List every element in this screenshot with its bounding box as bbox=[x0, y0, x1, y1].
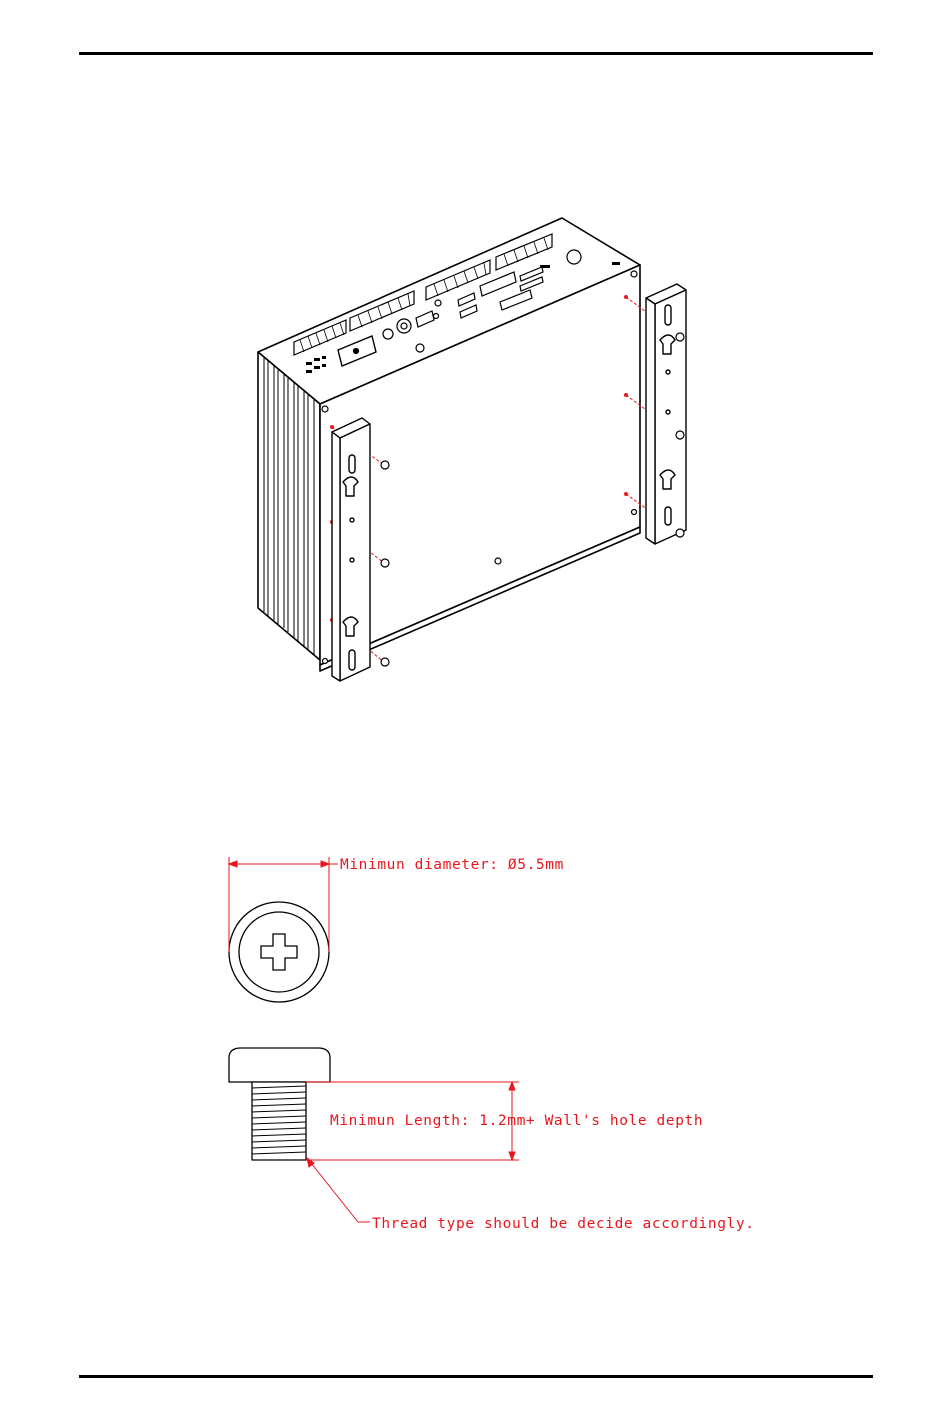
thread-leader bbox=[307, 1158, 370, 1222]
right-wall-bracket bbox=[646, 284, 686, 544]
screw-side-view bbox=[229, 1048, 330, 1160]
thread-annotation: Thread type should be decide accordingly… bbox=[372, 1216, 755, 1232]
screw-top-view bbox=[229, 902, 329, 1002]
length-annotation: Minimun Length: 1.2mm+ Wall's hole depth bbox=[330, 1113, 703, 1129]
diameter-annotation: Minimun diameter: Ø5.5mm bbox=[340, 857, 564, 873]
left-wall-bracket bbox=[332, 418, 370, 681]
